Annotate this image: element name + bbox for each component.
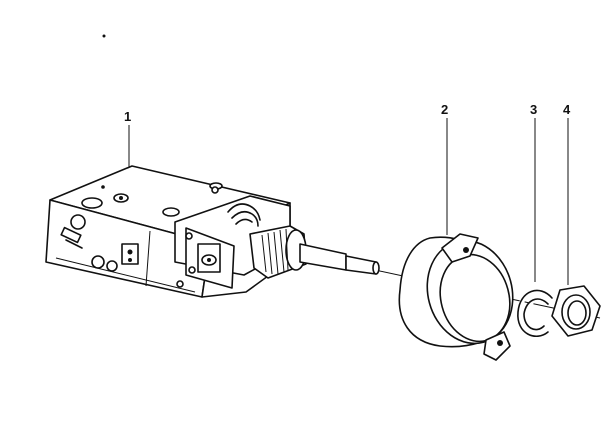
clamp-ring <box>398 233 514 361</box>
threaded-bushing <box>249 225 307 279</box>
callout-1: 1 <box>124 109 132 124</box>
callout-4: 4 <box>563 102 571 117</box>
speck <box>102 34 106 38</box>
snap-ring <box>517 289 553 337</box>
callout-2: 2 <box>441 102 449 117</box>
hex-nut <box>551 285 601 337</box>
callout-3: 3 <box>530 102 538 117</box>
switch-body <box>45 165 291 298</box>
shaft <box>299 243 380 275</box>
